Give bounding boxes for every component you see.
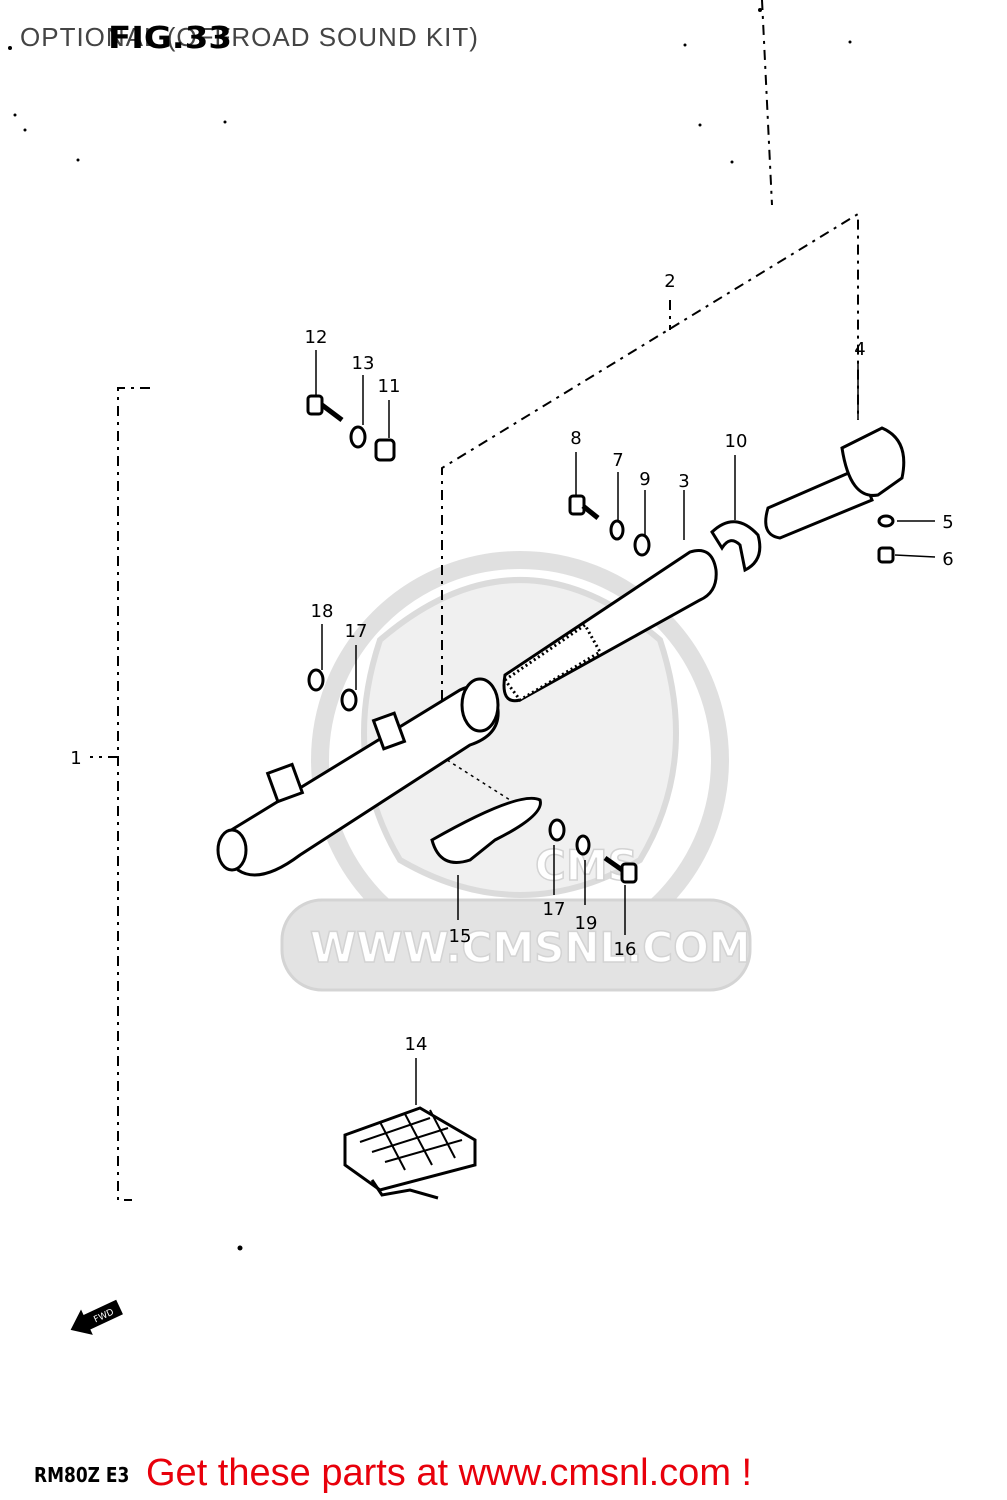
callout-11: 11 (378, 376, 401, 397)
callout-3: 3 (678, 471, 689, 492)
silencer-4 (764, 426, 906, 540)
bolt-8 (568, 494, 600, 520)
callout-10: 10 (725, 431, 748, 452)
fwd-arrow-icon: FWD (70, 1299, 123, 1335)
bracket-assembly-2 (441, 212, 859, 700)
nut-5 (877, 514, 895, 528)
bracket-assembly-1 (117, 387, 150, 1201)
callout-17-upper: 17 (345, 621, 368, 642)
washer-18 (307, 668, 325, 692)
washer-13 (349, 425, 367, 449)
bolt-6 (877, 546, 895, 564)
callout-12: 12 (305, 327, 328, 348)
clamp-10 (710, 520, 762, 573)
callout-1: 1 (70, 748, 81, 769)
bolt-16 (603, 855, 638, 884)
callout-14: 14 (405, 1034, 428, 1055)
frame-line (761, 0, 773, 206)
callout-labels: 1 2 3 4 5 6 7 8 9 10 11 12 13 14 15 16 1… (70, 271, 953, 1055)
callout-9: 9 (639, 469, 650, 490)
callout-8: 8 (570, 428, 581, 449)
callout-15: 15 (449, 926, 472, 947)
washer-17-lower (548, 818, 566, 842)
skid-plate-14 (343, 1106, 477, 1200)
callout-13: 13 (352, 353, 375, 374)
callout-4: 4 (854, 339, 865, 360)
bolt-12 (306, 394, 344, 422)
scan-specks (8, 8, 852, 1251)
leader-lines (315, 350, 936, 1105)
callout-17-lower: 17 (543, 899, 566, 920)
watermark-url: WWW.CMSNL.COM (310, 923, 751, 972)
washer-17-upper (340, 688, 358, 712)
callout-18: 18 (311, 601, 334, 622)
callout-19: 19 (575, 913, 598, 934)
washer-7 (609, 519, 625, 541)
nut-11 (374, 438, 396, 462)
page-title: OPTIONAL (OFFROAD SOUND KIT) (20, 22, 479, 52)
model-code: RM80Z E3 (34, 1463, 130, 1487)
callout-6: 6 (942, 549, 953, 570)
washer-19 (575, 834, 591, 856)
bracket-15 (430, 796, 542, 864)
callout-5: 5 (942, 512, 953, 533)
washer-9 (633, 533, 651, 557)
figure-number: FIG.33 (108, 20, 233, 56)
callout-7: 7 (612, 450, 623, 471)
callout-2: 2 (664, 271, 675, 292)
pipe-3 (502, 549, 718, 703)
callout-16: 16 (614, 939, 637, 960)
muffler-body (216, 677, 500, 877)
cmsnl-parts-link[interactable]: Get these parts at www.cmsnl.com ! (146, 1452, 753, 1494)
